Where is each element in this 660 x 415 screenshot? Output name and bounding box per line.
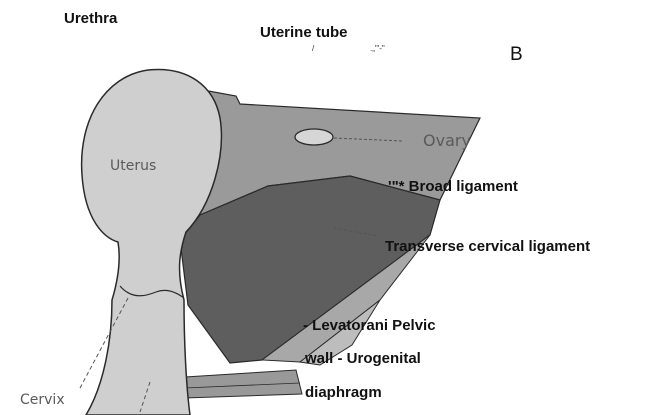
label-urethra: Urethra [64,10,117,27]
label-transverse-cervical-ligament: Transverse cervical ligament [385,238,590,255]
label-ovary: Ovary [423,131,471,150]
panel-letter: B [510,44,523,66]
label-cervix: Cervix [20,392,65,408]
label-broad-ligament: '"* Broad ligament [388,178,518,195]
label-mark-slash: / [312,44,314,53]
ovary-shape [295,129,333,145]
label-levatorani-pelvic: - Levatorani Pelvic [303,317,436,334]
label-mark-quotes: .„'"-" [370,44,385,53]
label-wall-urogenital: wall - Urogenital [305,350,421,367]
label-uterus: Uterus [110,158,156,174]
label-uterine-tube: Uterine tube [260,24,348,41]
label-diaphragm: diaphragm [305,384,382,401]
